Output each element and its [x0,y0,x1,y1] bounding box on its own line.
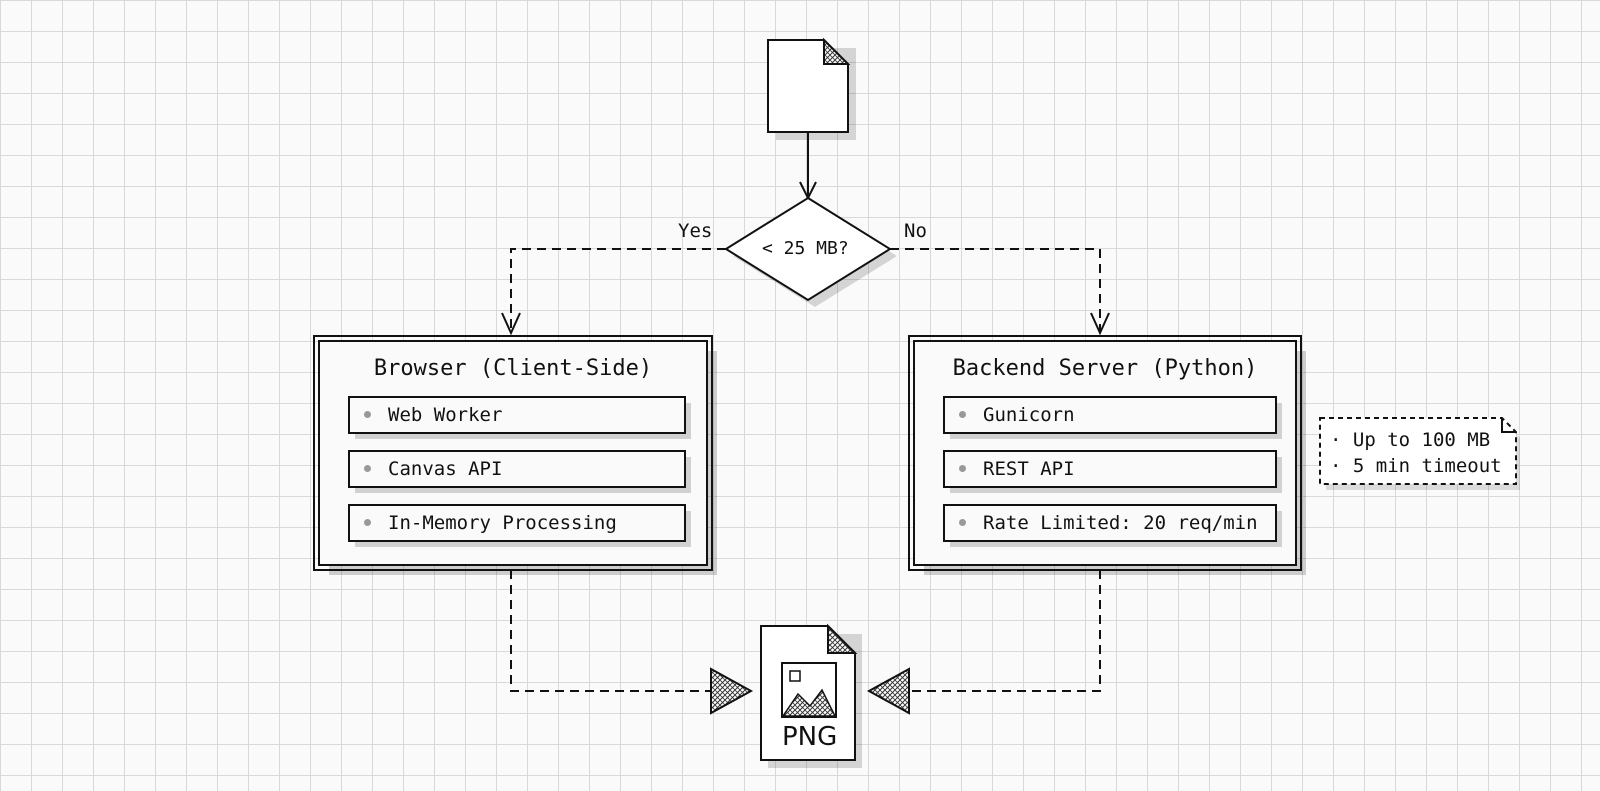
client-item-in-memory-processing: In-Memory Processing [348,504,686,542]
bullet-icon [364,519,371,526]
output-format-label: PNG [782,722,838,752]
arrow-input-to-decision [799,133,817,201]
item-label: In-Memory Processing [388,512,617,534]
no-branch-arrow [890,248,1110,336]
server-item-rate-limited: Rate Limited: 20 req/min [943,504,1277,542]
item-label: REST API [983,458,1075,480]
limits-note [1319,417,1520,490]
backend-server-panel: Backend Server (Python) Gunicorn REST AP… [908,335,1302,571]
note-line-timeout: · 5 min timeout [1330,455,1502,477]
server-to-output-arrow [866,570,1101,715]
no-label: No [904,220,927,242]
client-side-panel: Browser (Client-Side) Web Worker Canvas … [313,335,713,571]
item-label: Canvas API [388,458,503,480]
output-image-file-icon [760,623,862,768]
server-panel-title: Backend Server (Python) [952,356,1258,381]
yes-branch-arrow [501,248,726,336]
server-item-rest-api: REST API [943,450,1277,488]
client-to-output-arrow [510,570,754,715]
input-document-icon [767,37,856,140]
bullet-icon [959,411,966,418]
item-label: Rate Limited: 20 req/min [983,512,1258,534]
decision-diamond [724,196,897,307]
bullet-icon [364,465,371,472]
bullet-icon [364,411,371,418]
server-item-gunicorn: Gunicorn [943,396,1277,434]
yes-label: Yes [678,220,713,242]
note-line-max-size: · Up to 100 MB [1330,429,1491,451]
bullet-icon [959,519,966,526]
item-label: Gunicorn [983,404,1075,426]
client-panel-title: Browser (Client-Side) [373,356,653,381]
client-item-canvas-api: Canvas API [348,450,686,488]
decision-label: < 25 MB? [762,238,849,259]
item-label: Web Worker [388,404,503,426]
client-item-web-worker: Web Worker [348,396,686,434]
bullet-icon [959,465,966,472]
